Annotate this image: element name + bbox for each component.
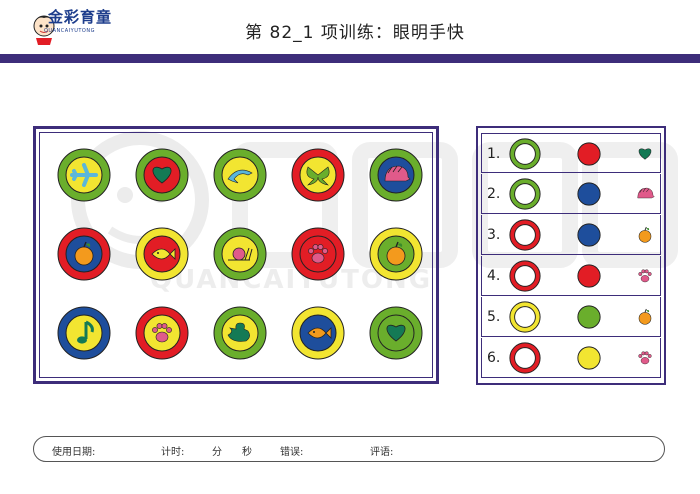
worksheet-footer: 使用日期: 计时: 分 秒 错误: 评语:: [33, 436, 665, 462]
apple-icon: [74, 241, 94, 266]
duck-icon: [227, 322, 250, 342]
coin-2-4[interactable]: [290, 226, 346, 282]
answer-number: 1.: [487, 146, 501, 162]
coin-2-5[interactable]: [368, 226, 424, 282]
logo-text: 金彩育童: [48, 8, 113, 26]
logo-subtext: QUANCAIYUTONG: [44, 28, 95, 34]
coin-1-2[interactable]: [134, 147, 190, 203]
answer-number: 5.: [487, 309, 501, 325]
answer-number: 3.: [487, 227, 501, 243]
coin-3-1[interactable]: [56, 305, 112, 361]
coin-1-5[interactable]: [368, 147, 424, 203]
coin-3-2[interactable]: [134, 305, 190, 361]
color-dot-swatch: [577, 305, 601, 329]
butterfly-icon: [306, 166, 330, 186]
timer-label: 计时:: [161, 447, 185, 458]
coin-1-1[interactable]: [56, 147, 112, 203]
answer-row-3[interactable]: 3.: [481, 215, 661, 255]
coin-2-1[interactable]: [56, 226, 112, 282]
coin-3-3[interactable]: [212, 305, 268, 361]
apple-icon: [386, 241, 406, 266]
heart-icon: [152, 166, 172, 184]
answer-number: 6.: [487, 350, 501, 366]
fish-icon: [307, 327, 332, 339]
page-title: 第 82_1 项训练：眼明手快: [245, 23, 465, 43]
puzzle-grid-inner-frame: [39, 132, 433, 378]
ring-swatch: [509, 138, 541, 170]
answer-row-6[interactable]: 6.: [481, 338, 661, 378]
color-dot-swatch: [577, 264, 601, 288]
coin-3-5[interactable]: [368, 305, 424, 361]
worksheet-header: 金彩育童 QUANCAIYUTONG 第 82_1 项训练：眼明手快: [0, 0, 700, 64]
coin-1-4[interactable]: [290, 147, 346, 203]
fish-icon: [151, 248, 176, 260]
logo-mascot-icon: [33, 15, 55, 45]
music-note-icon: [77, 320, 94, 344]
ring-swatch: [509, 260, 541, 292]
hedgehog-icon: [637, 187, 655, 199]
date-label: 使用日期:: [52, 447, 96, 458]
paw-icon: [308, 244, 328, 264]
coin-1-3[interactable]: [212, 147, 268, 203]
ring-swatch: [509, 301, 541, 333]
ring-swatch: [509, 219, 541, 251]
answer-row-4[interactable]: 4.: [481, 256, 661, 296]
snail-icon: [228, 247, 253, 261]
comment-label: 评语:: [370, 447, 394, 458]
color-dot-swatch: [577, 223, 601, 247]
minutes-label: 分: [212, 447, 222, 458]
puzzle-grid-panel: [33, 126, 439, 384]
heart-icon: [638, 148, 652, 160]
paw-icon: [638, 351, 652, 365]
color-dot-swatch: [577, 346, 601, 370]
answer-panel: 1. 2. 3. 4. 5. 6.: [476, 126, 666, 385]
header-divider: [0, 54, 700, 63]
answer-row-5[interactable]: 5.: [481, 297, 661, 337]
ring-swatch: [509, 178, 541, 210]
paw-icon: [638, 269, 652, 283]
coin-3-4[interactable]: [290, 305, 346, 361]
apple-icon: [638, 308, 652, 325]
coin-2-2[interactable]: [134, 226, 190, 282]
apple-icon: [638, 226, 652, 243]
color-dot-swatch: [577, 142, 601, 166]
answer-number: 4.: [487, 268, 501, 284]
paw-icon: [152, 323, 172, 343]
answer-row-1[interactable]: 1.: [481, 133, 661, 173]
coin-2-3[interactable]: [212, 226, 268, 282]
seconds-label: 秒: [242, 447, 252, 458]
heart-icon: [386, 324, 406, 342]
answer-number: 2.: [487, 186, 501, 202]
color-dot-swatch: [577, 182, 601, 206]
hedgehog-icon: [384, 165, 411, 182]
answer-row-2[interactable]: 2.: [481, 174, 661, 214]
dolphin-icon: [227, 169, 253, 184]
ring-swatch: [509, 342, 541, 374]
errors-label: 错误:: [280, 447, 304, 458]
airplane-icon: [70, 163, 98, 187]
